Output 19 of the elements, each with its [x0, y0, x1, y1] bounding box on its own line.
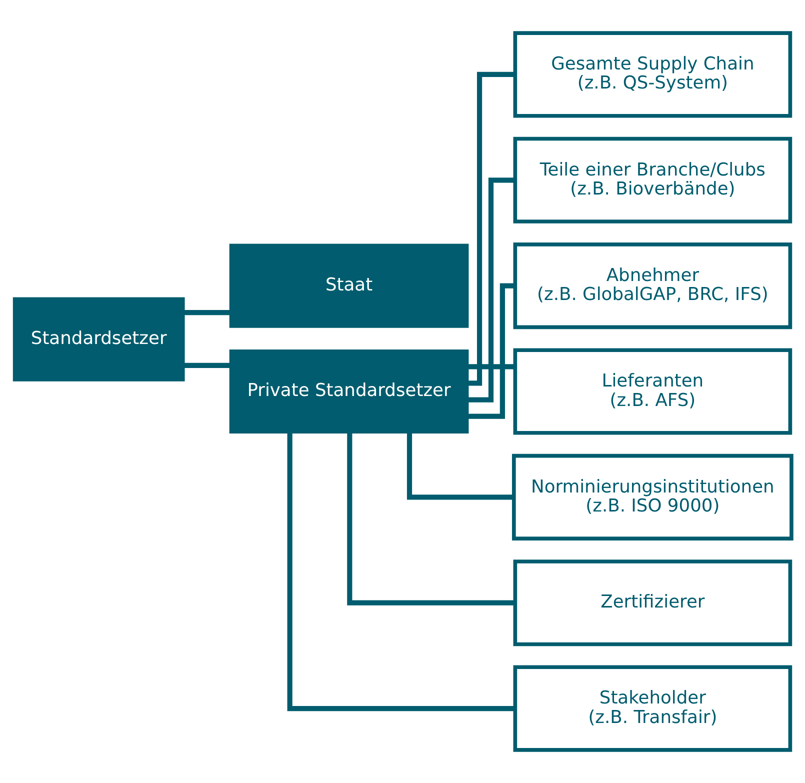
node-box: Zertifizierer	[513, 560, 792, 646]
node-box: Gesamte Supply Chain (z.B. QS-System)	[513, 31, 792, 118]
node-box: Standardsetzer	[12, 297, 185, 382]
connector	[468, 178, 515, 402]
node-box: Private Standardsetzer	[229, 349, 469, 434]
node-box: Norminierungsinstitutionen (z.B. ISO 9000)	[512, 454, 794, 540]
connector	[184, 310, 230, 316]
connector	[287, 432, 515, 712]
connector	[347, 433, 515, 606]
node-box: Abnehmer (z.B. GlobalGAP, BRC, IFS)	[513, 242, 792, 330]
node-box: Staat	[229, 244, 469, 328]
node-box: Stakeholder (z.B. Transfair)	[513, 665, 792, 752]
connector	[184, 362, 230, 368]
connector	[406, 433, 514, 500]
node-box: Lieferanten (z.B. AFS)	[513, 348, 792, 435]
connector	[468, 364, 515, 370]
connector	[468, 283, 515, 419]
connector	[468, 72, 515, 386]
node-box: Teile einer Branche/Clubs (z.B. Bioverbände)	[513, 136, 792, 224]
